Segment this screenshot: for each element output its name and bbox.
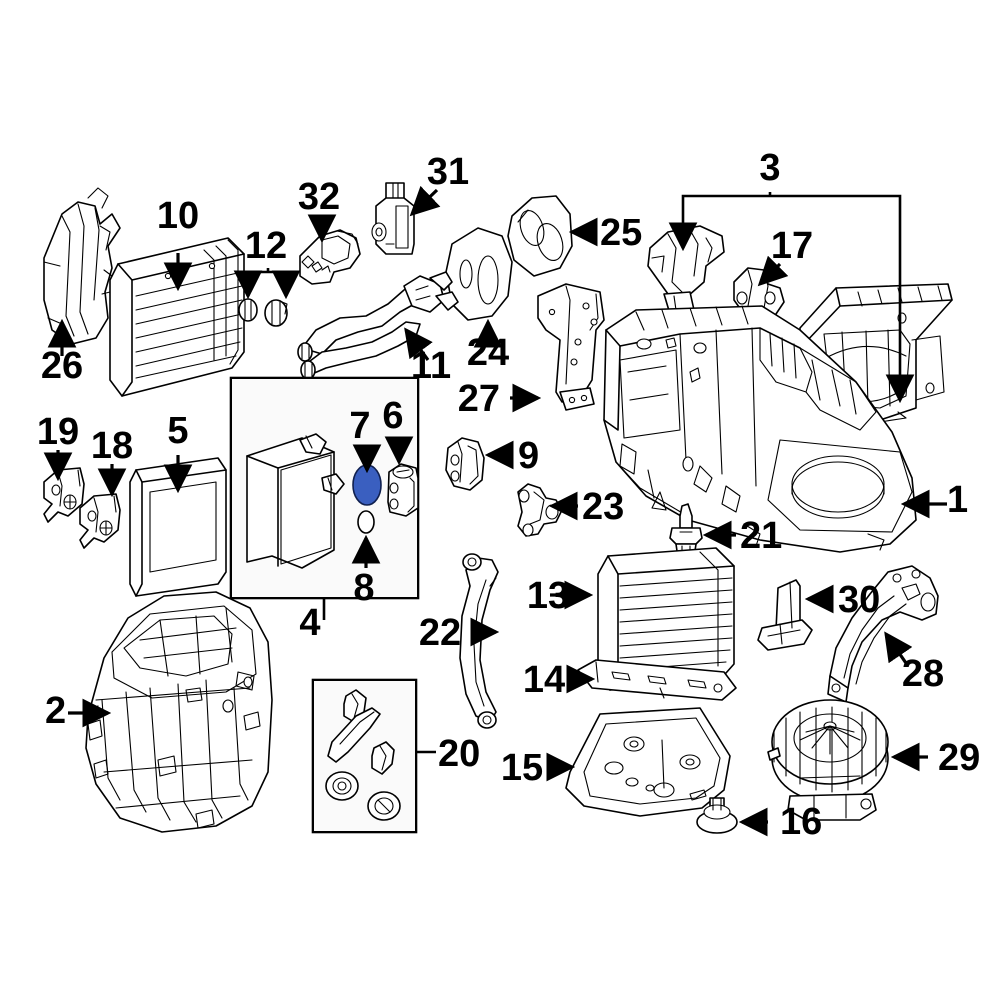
callout-12[interactable]: 12	[245, 225, 287, 267]
callout-19[interactable]: 19	[37, 411, 79, 453]
callout-25[interactable]: 25	[600, 212, 642, 254]
callout-30[interactable]: 30	[838, 579, 880, 621]
part-temperature-sensor[interactable]	[445, 437, 485, 491]
callout-8[interactable]: 8	[353, 567, 374, 609]
part-heater-case-assembly[interactable]	[85, 591, 273, 833]
part-mounting-clamp[interactable]	[299, 229, 361, 285]
callout-14[interactable]: 14	[523, 659, 565, 701]
part-support-brace[interactable]	[537, 283, 605, 411]
linkage-kit-box	[311, 678, 418, 834]
callout-4[interactable]: 4	[299, 602, 320, 644]
part-blower-resistor[interactable]	[371, 182, 415, 255]
part-cabin-air-filter[interactable]	[129, 457, 227, 597]
part-pipe-connector-block[interactable]	[517, 483, 563, 537]
callout-10[interactable]: 10	[157, 195, 199, 237]
part-dual-port-seal[interactable]	[507, 195, 573, 277]
part-evaporator-seal-gasket[interactable]	[445, 227, 513, 321]
part-curved-support-arm[interactable]	[827, 565, 939, 703]
callout-16[interactable]: 16	[780, 801, 822, 843]
callout-1[interactable]: 1	[947, 479, 968, 521]
callout-29[interactable]: 29	[938, 737, 980, 779]
callout-28[interactable]: 28	[902, 653, 944, 695]
part-actuator-motor-left[interactable]	[647, 225, 725, 315]
callout-21[interactable]: 21	[740, 515, 782, 557]
part-duct-clip[interactable]	[757, 579, 813, 651]
part-expansion-valve[interactable]	[387, 463, 419, 517]
callout-17[interactable]: 17	[771, 225, 813, 267]
part-air-duct-bracket[interactable]	[43, 187, 121, 345]
part-heater-hose[interactable]	[459, 553, 499, 729]
callout-11[interactable]: 11	[411, 345, 451, 387]
part-blower-motor-wheel[interactable]	[767, 699, 889, 821]
bracket-3-arrows	[668, 222, 915, 404]
callout-6[interactable]: 6	[382, 395, 403, 437]
callout-7[interactable]: 7	[349, 405, 370, 447]
callout-2[interactable]: 2	[45, 690, 66, 732]
part-linkage-kit-contents[interactable]	[325, 689, 401, 821]
part-heater-housing-case[interactable]	[603, 305, 917, 553]
callout-5[interactable]: 5	[167, 410, 188, 452]
part-door-lever-left[interactable]	[43, 467, 85, 523]
callout-3[interactable]: 3	[759, 147, 780, 189]
callout-26[interactable]: 26	[41, 345, 83, 387]
part-rubber-mount-grommet[interactable]	[696, 797, 738, 834]
callout-20[interactable]: 20	[438, 733, 480, 775]
callout-32[interactable]: 32	[298, 176, 340, 218]
bracket-12-arrows	[233, 270, 301, 300]
part-o-ring-pair[interactable]	[238, 298, 288, 327]
part-lower-mounting-plate[interactable]	[565, 707, 731, 817]
callout-27[interactable]: 27	[458, 378, 500, 420]
callout-24[interactable]: 24	[467, 332, 509, 374]
o-ring-seal-highlighted[interactable]	[352, 464, 382, 506]
bracket-callout-12	[246, 268, 288, 286]
callout-15[interactable]: 15	[501, 747, 543, 789]
part-evaporator-block[interactable]	[246, 433, 345, 569]
callout-9[interactable]: 9	[518, 435, 539, 477]
callout-31[interactable]: 31	[427, 151, 469, 193]
part-suction-discharge-hose[interactable]	[297, 271, 459, 380]
callout-numbers: 1 2 3 4 5 6 7 8 9 10 11 12 13 14 15 16 1…	[37, 147, 980, 843]
leader-lines	[43, 185, 947, 837]
callout-13[interactable]: 13	[527, 575, 569, 617]
o-ring-seal-small[interactable]	[357, 510, 375, 534]
part-heater-core[interactable]	[597, 547, 735, 691]
callout-18[interactable]: 18	[91, 425, 133, 467]
callout-23[interactable]: 23	[582, 486, 624, 528]
part-door-lever-right[interactable]	[79, 493, 121, 549]
callout-22[interactable]: 22	[419, 612, 461, 654]
